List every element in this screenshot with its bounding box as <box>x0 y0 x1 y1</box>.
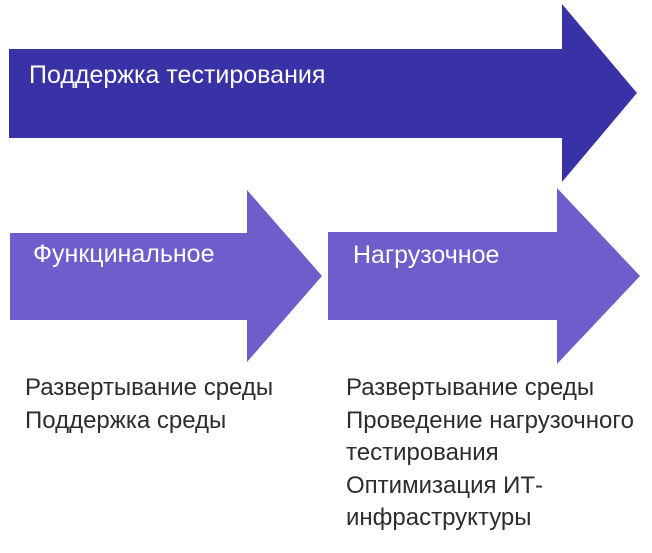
top-arrow-shape <box>9 4 637 182</box>
list-item: Развертывание среды <box>25 374 274 401</box>
top-arrow-label: Поддержка тестирования <box>29 61 326 89</box>
left-arrow-shape <box>10 190 322 362</box>
left-arrow-label: Функцинальное <box>33 240 215 268</box>
list-item: Проведение нагрузочного тестирования <box>346 406 634 467</box>
list-item: Поддержка среды <box>25 406 227 434</box>
right-arrow-label: Нагрузочное <box>353 241 500 269</box>
list-item: Оптимизация ИТ-инфраструктуры <box>346 471 544 532</box>
list-item: Развертывание среды <box>346 374 595 401</box>
left-task-list: Развертывание среды Поддержка среды <box>25 372 325 437</box>
right-arrow-shape <box>328 188 640 364</box>
right-task-list: Развертывание среды Проведение нагрузочн… <box>346 372 652 535</box>
